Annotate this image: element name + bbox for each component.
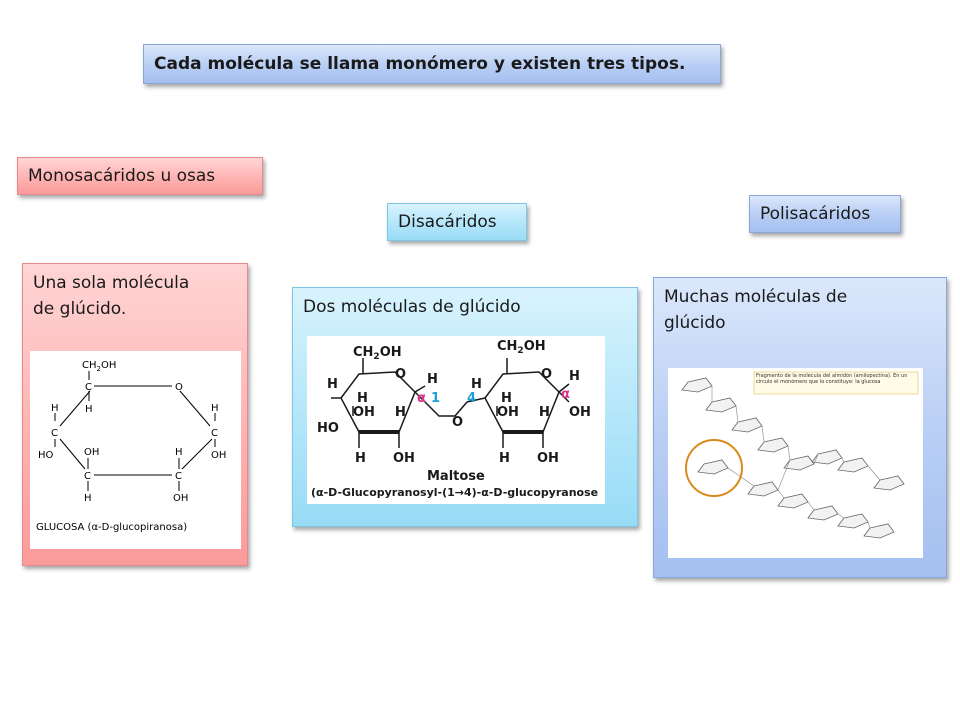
maltose-h-b: H <box>357 391 368 406</box>
glucose-c2-label: C <box>175 471 182 482</box>
maltose-glycosidic-o: O <box>452 415 463 430</box>
glucose-c1-label: C <box>211 428 218 439</box>
monosacaridos-description-line1: Una sola molécula <box>33 273 190 293</box>
maltose-left-ring-o: O <box>395 367 406 382</box>
glucose-structure-diagram: CH2OH C O H H C HO H C OH OH C H H C OH … <box>36 360 226 533</box>
maltose-oh-b: OH <box>393 451 415 466</box>
maltose-right-ring-o: O <box>541 367 552 382</box>
polisacaridos-label-text: Polisacáridos <box>760 204 871 224</box>
glucose-ho4-label: HO <box>38 450 54 461</box>
maltose-ho: HO <box>317 421 339 436</box>
maltose-h-j: H <box>499 451 510 466</box>
monosacaridos-description-line2: de glúcido. <box>33 299 127 319</box>
maltose-structure-panel: CH2OH CH2OH H H O H α 1 O HO OH H H OH H… <box>307 336 605 504</box>
glucose-unit-2 <box>705 397 737 413</box>
glucose-unit-4 <box>757 437 789 453</box>
maltose-oh-d: OH <box>497 405 519 420</box>
glucose-structure-panel: CH2OH C O H H C HO H C OH OH C H H C OH … <box>30 351 241 549</box>
glucose-unit-circled <box>697 459 729 475</box>
maltose-h-i: H <box>539 405 550 420</box>
polisacaridos-label: Polisacáridos <box>749 195 901 233</box>
disacaridos-description: Dos moléculas de glúcido <box>303 297 521 317</box>
title-banner: Cada molécula se llama monómero y existe… <box>143 44 721 84</box>
glucose-unit-6 <box>811 449 843 465</box>
glucose-c3-label: C <box>84 471 91 482</box>
maltose-h-e: H <box>355 451 366 466</box>
monosacaridos-label: Monosacáridos u osas <box>17 157 263 195</box>
monosacaridos-label-text: Monosacáridos u osas <box>28 166 216 186</box>
glucose-unit-12 <box>863 523 895 539</box>
glucose-h4-label: H <box>51 403 59 414</box>
maltose-oh-c: OH <box>569 405 591 420</box>
glucose-h1-label: H <box>211 403 219 414</box>
glucose-ch2oh-label: CH2OH <box>82 360 116 373</box>
maltose-h-g: H <box>501 391 512 406</box>
maltose-formula: (α-D-Glucopyranosyl-(1→4)-α-D-glucopyran… <box>311 486 598 499</box>
polisacaridos-description-line1: Muchas moléculas de <box>664 287 848 307</box>
amilopectina-note-text: Fragmento de la molécula del almidón (am… <box>756 373 908 385</box>
glucose-caption: GLUCOSA (α-D-glucopiranosa) <box>36 522 187 533</box>
maltose-right-ch2oh: CH2OH <box>497 339 546 356</box>
maltose-alpha-right: α <box>561 387 570 402</box>
glucose-unit-1 <box>681 377 713 393</box>
amilopectina-note-box <box>753 371 919 395</box>
title-text: Cada molécula se llama monómero y existe… <box>154 54 686 74</box>
glucose-unit-7 <box>837 457 869 473</box>
glucose-c5-label: C <box>85 382 92 393</box>
disacaridos-label: Disacáridos <box>387 203 527 241</box>
glucose-unit-8 <box>747 481 779 497</box>
glucose-unit-11 <box>837 513 869 529</box>
polisacaridos-description-line2: glúcido <box>664 313 726 333</box>
maltose-structure-diagram: CH2OH CH2OH H H O H α 1 O HO OH H H OH H… <box>311 339 598 499</box>
glucose-oh1-label: OH <box>211 450 226 461</box>
maltose-bond-4: 4 <box>467 391 476 406</box>
glucose-h5-label: H <box>85 404 93 415</box>
glucose-oh2-label: OH <box>173 493 188 504</box>
maltose-alpha-left: α <box>417 391 426 406</box>
glucose-unit-3 <box>731 417 763 433</box>
glucose-unit-5 <box>783 455 815 471</box>
glucose-ring-o-label: O <box>175 382 183 393</box>
maltose-oh-e: OH <box>537 451 559 466</box>
maltose-h-a: H <box>327 377 338 392</box>
maltose-h-d: H <box>395 405 406 420</box>
maltose-left-ch2oh: CH2OH <box>353 345 402 362</box>
glucose-unit-13 <box>873 475 905 491</box>
maltose-h-c: H <box>427 372 438 387</box>
maltose-oh-a: OH <box>353 405 375 420</box>
glucose-h2-label: H <box>175 447 183 458</box>
amilopectina-structure-panel: Fragmento de la molécula del almidón (am… <box>668 368 923 558</box>
glucose-unit-10 <box>807 505 839 521</box>
maltose-h-h: H <box>569 369 580 384</box>
glucose-h3-label: H <box>84 493 92 504</box>
glucose-unit-9 <box>777 493 809 509</box>
glucose-c4-label: C <box>51 428 58 439</box>
maltose-h-f: H <box>471 377 482 392</box>
maltose-name: Maltose <box>427 469 485 484</box>
glucose-oh3-label: OH <box>84 447 99 458</box>
amilopectina-structure-diagram: Fragmento de la molécula del almidón (am… <box>681 371 919 539</box>
monomer-highlight-circle <box>685 439 743 497</box>
disacaridos-label-text: Disacáridos <box>398 212 497 232</box>
maltose-bond-1: 1 <box>431 391 440 406</box>
